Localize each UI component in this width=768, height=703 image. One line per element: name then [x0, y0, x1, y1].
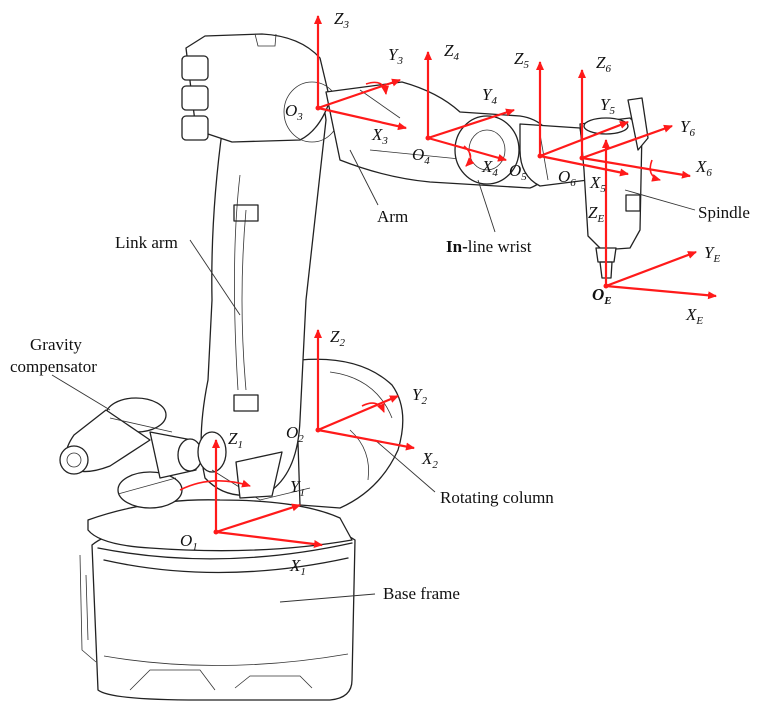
y-label-3: Y3 — [388, 45, 403, 67]
y-label-5: Y5 — [600, 95, 615, 117]
z-label-4: Z4 — [444, 41, 459, 63]
origin-label-e: OE — [592, 285, 612, 307]
axis-labels: O1 Z1 Y1 X1 O2 Z2 Y2 X2 O3 Z3 Y3 X3 O4 Z… — [180, 9, 720, 578]
label-gravity-line2: compensator — [10, 357, 97, 376]
label-inline-wrist-rest: line wrist — [468, 237, 532, 256]
x-label-1: X1 — [289, 556, 306, 578]
base-frame-body — [79, 519, 356, 701]
robot-drawing — [59, 33, 649, 701]
x-label-2: X2 — [421, 449, 438, 471]
origin-label-6: O6 — [558, 167, 576, 189]
frame-2-axes — [314, 329, 415, 451]
spindle-body — [579, 97, 649, 279]
label-inline-wrist: In-line wrist — [446, 237, 532, 256]
inline-wrist-body — [519, 123, 589, 187]
y-label-4: Y4 — [482, 85, 497, 107]
origin-label-1: O1 — [180, 531, 198, 553]
x-label-6: X6 — [695, 157, 712, 179]
origin-dots — [213, 105, 609, 535]
label-link-arm: Link arm — [115, 233, 178, 252]
gravity-compensator-body — [59, 397, 203, 509]
coordinate-frames — [179, 15, 717, 548]
frame-4-axes — [424, 51, 515, 167]
x-label-4: X4 — [481, 157, 498, 179]
origin-label-4: O4 — [412, 145, 430, 167]
x-label-5: X5 — [589, 173, 606, 195]
label-gravity-line1: Gravity — [30, 335, 82, 354]
rotating-column-body — [87, 358, 404, 552]
z-label-5: Z5 — [514, 49, 529, 71]
frame-5-axes — [536, 61, 629, 177]
z-label-2: Z2 — [330, 327, 345, 349]
leader-lines — [51, 149, 696, 603]
label-spindle: Spindle — [698, 203, 750, 222]
component-labels: Link arm Gravity compensator Arm In-line… — [10, 203, 750, 603]
frame-3-axes — [314, 15, 407, 131]
origin-label-3: O3 — [285, 101, 303, 123]
z-label-6: Z6 — [596, 53, 611, 75]
origin-label-2: O2 — [286, 423, 304, 445]
label-base-frame: Base frame — [383, 584, 460, 603]
upper-housing-body — [181, 33, 341, 143]
x-label-3: X3 — [371, 125, 388, 147]
z-label-1: Z1 — [228, 429, 243, 451]
y-label-6: Y6 — [680, 117, 695, 139]
z-label-3: Z3 — [334, 9, 349, 31]
y-label-e: YE — [704, 243, 720, 265]
x-label-e: XE — [685, 305, 703, 327]
frame-e-axes — [602, 139, 717, 300]
origin-label-5: O5 — [509, 161, 527, 183]
label-arm: Arm — [377, 207, 408, 226]
y-label-1: Y1 — [290, 477, 305, 499]
label-inline-wrist-bold: In- — [446, 237, 468, 256]
frame-1-axes — [179, 439, 323, 548]
y-label-2: Y2 — [412, 385, 427, 407]
z-label-e: ZE — [588, 203, 604, 225]
label-rotating-column: Rotating column — [440, 488, 554, 507]
frame-6-axes — [578, 69, 691, 182]
